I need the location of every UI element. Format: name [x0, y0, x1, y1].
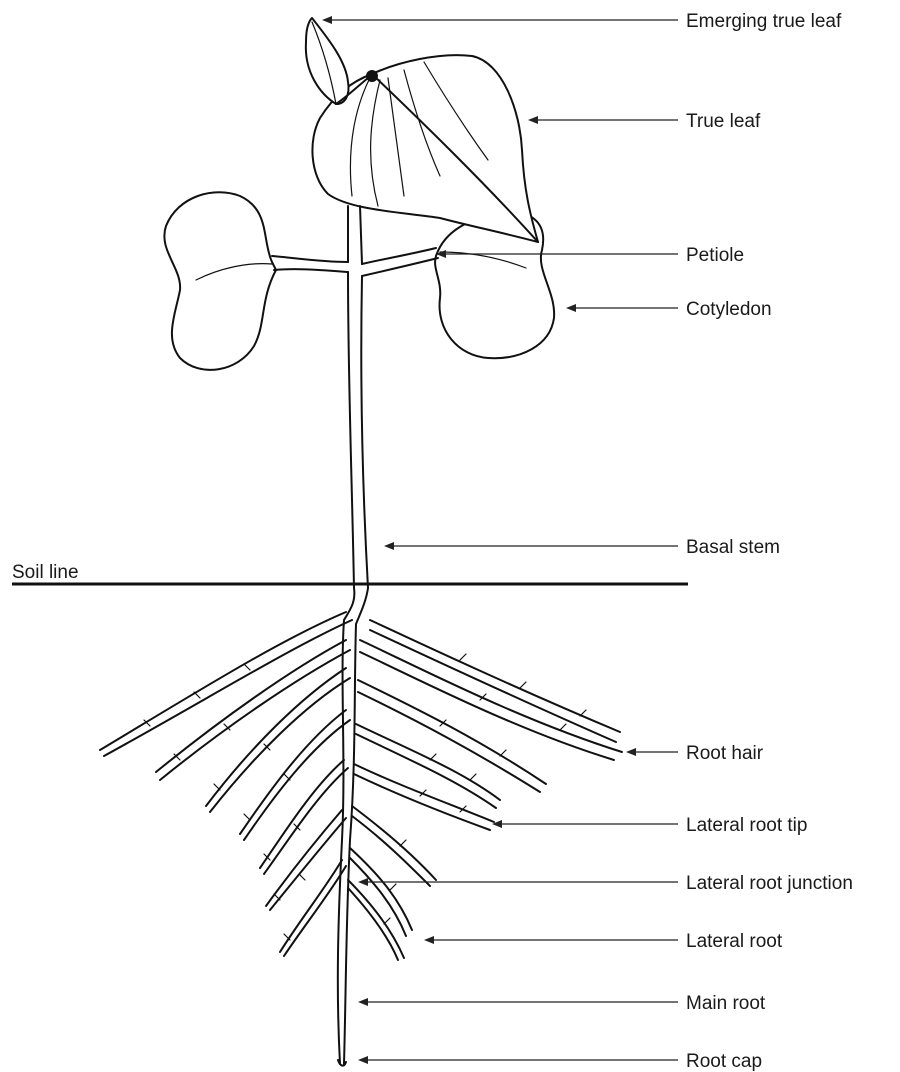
left-petiole	[272, 256, 348, 262]
label-basal-stem: Basal stem	[686, 537, 780, 558]
label-true-leaf: True leaf	[686, 111, 761, 132]
label-lateral-root-tip: Lateral root tip	[686, 815, 807, 836]
label-lateral-root-junction: Lateral root junction	[686, 873, 853, 894]
lateral-root	[100, 612, 346, 750]
shoot	[164, 18, 554, 588]
label-cotyledon: Cotyledon	[686, 299, 772, 320]
label-petiole: Petiole	[686, 245, 744, 266]
emerging-true-leaf	[306, 18, 349, 104]
root-system	[100, 588, 622, 1066]
label-root-hair: Root hair	[686, 743, 764, 764]
basal-stem	[348, 206, 354, 588]
left-cotyledon	[164, 192, 276, 370]
label-root-cap: Root cap	[686, 1051, 762, 1072]
labels: Emerging true leaf True leaf Petiole Cot…	[686, 11, 853, 1072]
label-main-root: Main root	[686, 993, 766, 1014]
label-lateral-root: Lateral root	[686, 931, 783, 952]
soil-line-label: Soil line	[12, 562, 79, 583]
label-emerging-true-leaf: Emerging true leaf	[686, 11, 842, 32]
